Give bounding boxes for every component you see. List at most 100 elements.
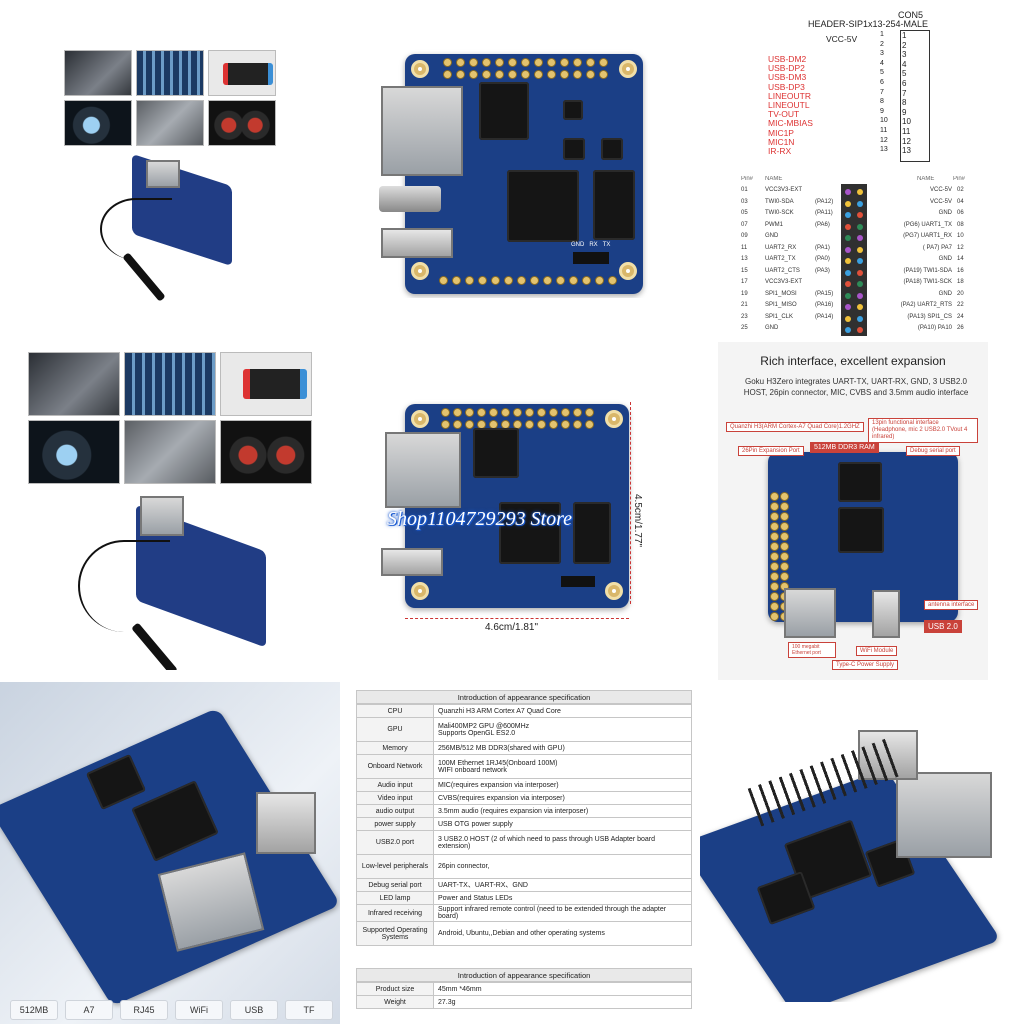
header-pin (780, 512, 789, 521)
header-pin (560, 70, 569, 79)
ethernet-port (385, 432, 461, 508)
connector-pin-number: 4 (902, 59, 907, 69)
header-pin (525, 420, 534, 429)
spec-key: CPU (356, 704, 434, 718)
silk-rx: RX (589, 242, 598, 248)
pinout-cell: (PA12) (815, 198, 834, 205)
pinout-cell: VCC3V3-EXT (765, 279, 803, 285)
pin-color-dot (857, 200, 863, 207)
header-pin (465, 420, 474, 429)
name-head: NAME (765, 176, 783, 182)
connector-pin-number: 13 (902, 146, 911, 156)
header-pin (780, 562, 789, 571)
spec-key: USB2.0 port (356, 830, 434, 855)
spec-value: CVBS(requires expansion via interposer) (433, 791, 692, 805)
header-pin (573, 70, 582, 79)
header-pin (439, 276, 448, 285)
header-pin (770, 532, 779, 541)
pin-color-dot (857, 304, 863, 310)
interface-panel: Rich interface, excellent expansion Goku… (718, 342, 988, 680)
name-head-right: NAME (917, 176, 935, 182)
pinout-cell: (PA1) (815, 244, 830, 251)
h3-soc (838, 507, 884, 553)
ddr-ram (838, 462, 882, 502)
pinout-cell: 17 (741, 279, 748, 285)
spec-value: MIC(requires expansion via interposer) (433, 778, 692, 792)
spec-key: LED lamp (356, 891, 434, 905)
header-pin (585, 408, 594, 417)
header-pin (770, 492, 779, 501)
header-pin (534, 58, 543, 67)
pinout-cell: SPI1_CLK (765, 313, 794, 320)
pinout-cell: (PA16) (815, 302, 834, 308)
ddr-ram (573, 502, 611, 564)
tag-ram: 512MB DDR3 RAM (810, 442, 879, 453)
spec-value: 45mm *46mm (433, 982, 692, 996)
pinout-cell: 21 (741, 302, 748, 308)
dim-vertical-line (630, 402, 631, 604)
mount-hole (411, 410, 429, 428)
header-pin (770, 582, 779, 591)
connector-pin-number: 6 (902, 79, 907, 88)
schematic-signal: MIC1P (768, 127, 794, 138)
spec-key: Onboard Network (356, 754, 434, 779)
antenna-cable (100, 198, 172, 260)
schematic-pin-number: 1 (880, 31, 884, 38)
header-pin (537, 408, 546, 417)
thumb-audio-jacks (208, 100, 276, 146)
feature-badge: A7 (65, 1000, 113, 1020)
header-pin (521, 58, 530, 67)
schematic-signal: LINEOUTR (768, 90, 811, 101)
pinout-cell: 16 (957, 267, 964, 274)
pinout-cell: 25 (741, 325, 748, 331)
schematic-signal: USB-DP2 (768, 63, 805, 74)
header-pin (443, 70, 452, 79)
header-pin (599, 58, 608, 67)
tag-ethernet: 100 megabit Ethernet port (788, 642, 836, 658)
mount-hole (619, 60, 637, 78)
power-connector (379, 186, 441, 212)
header-pin (547, 70, 556, 79)
pin-color-dot (857, 258, 863, 264)
schematic-pin-number: 4 (880, 59, 884, 67)
ethernet-port-photo (140, 496, 184, 536)
header-pin (780, 492, 789, 501)
header-pin (595, 276, 604, 285)
pinout-cell: 13 (741, 256, 748, 262)
header-pin (489, 408, 498, 417)
usb-port (381, 548, 443, 576)
feature-badge: 512MB (10, 1000, 58, 1020)
dim-height: 4.5cm/1.77" (632, 494, 643, 548)
header-pin (495, 70, 504, 79)
pin-color-dot (857, 235, 863, 241)
header-pin (560, 58, 569, 67)
pin-color-dot (845, 258, 851, 264)
pinout-cell: 12 (957, 244, 964, 251)
pinout-cell: 20 (957, 290, 964, 297)
spec-value: 256MB/512 MB DDR3(shared with GPU) (433, 741, 692, 755)
pinout-cell: (PA13) SPI1_CS (907, 313, 952, 320)
pinout-cell: 10 (957, 233, 964, 239)
header-pin (456, 58, 465, 67)
pin-color-dot (857, 281, 863, 287)
header-pin (549, 420, 558, 429)
pinout-cell: 19 (741, 290, 748, 297)
pinout-cell: 03 (741, 198, 748, 205)
header-pin (556, 276, 565, 285)
